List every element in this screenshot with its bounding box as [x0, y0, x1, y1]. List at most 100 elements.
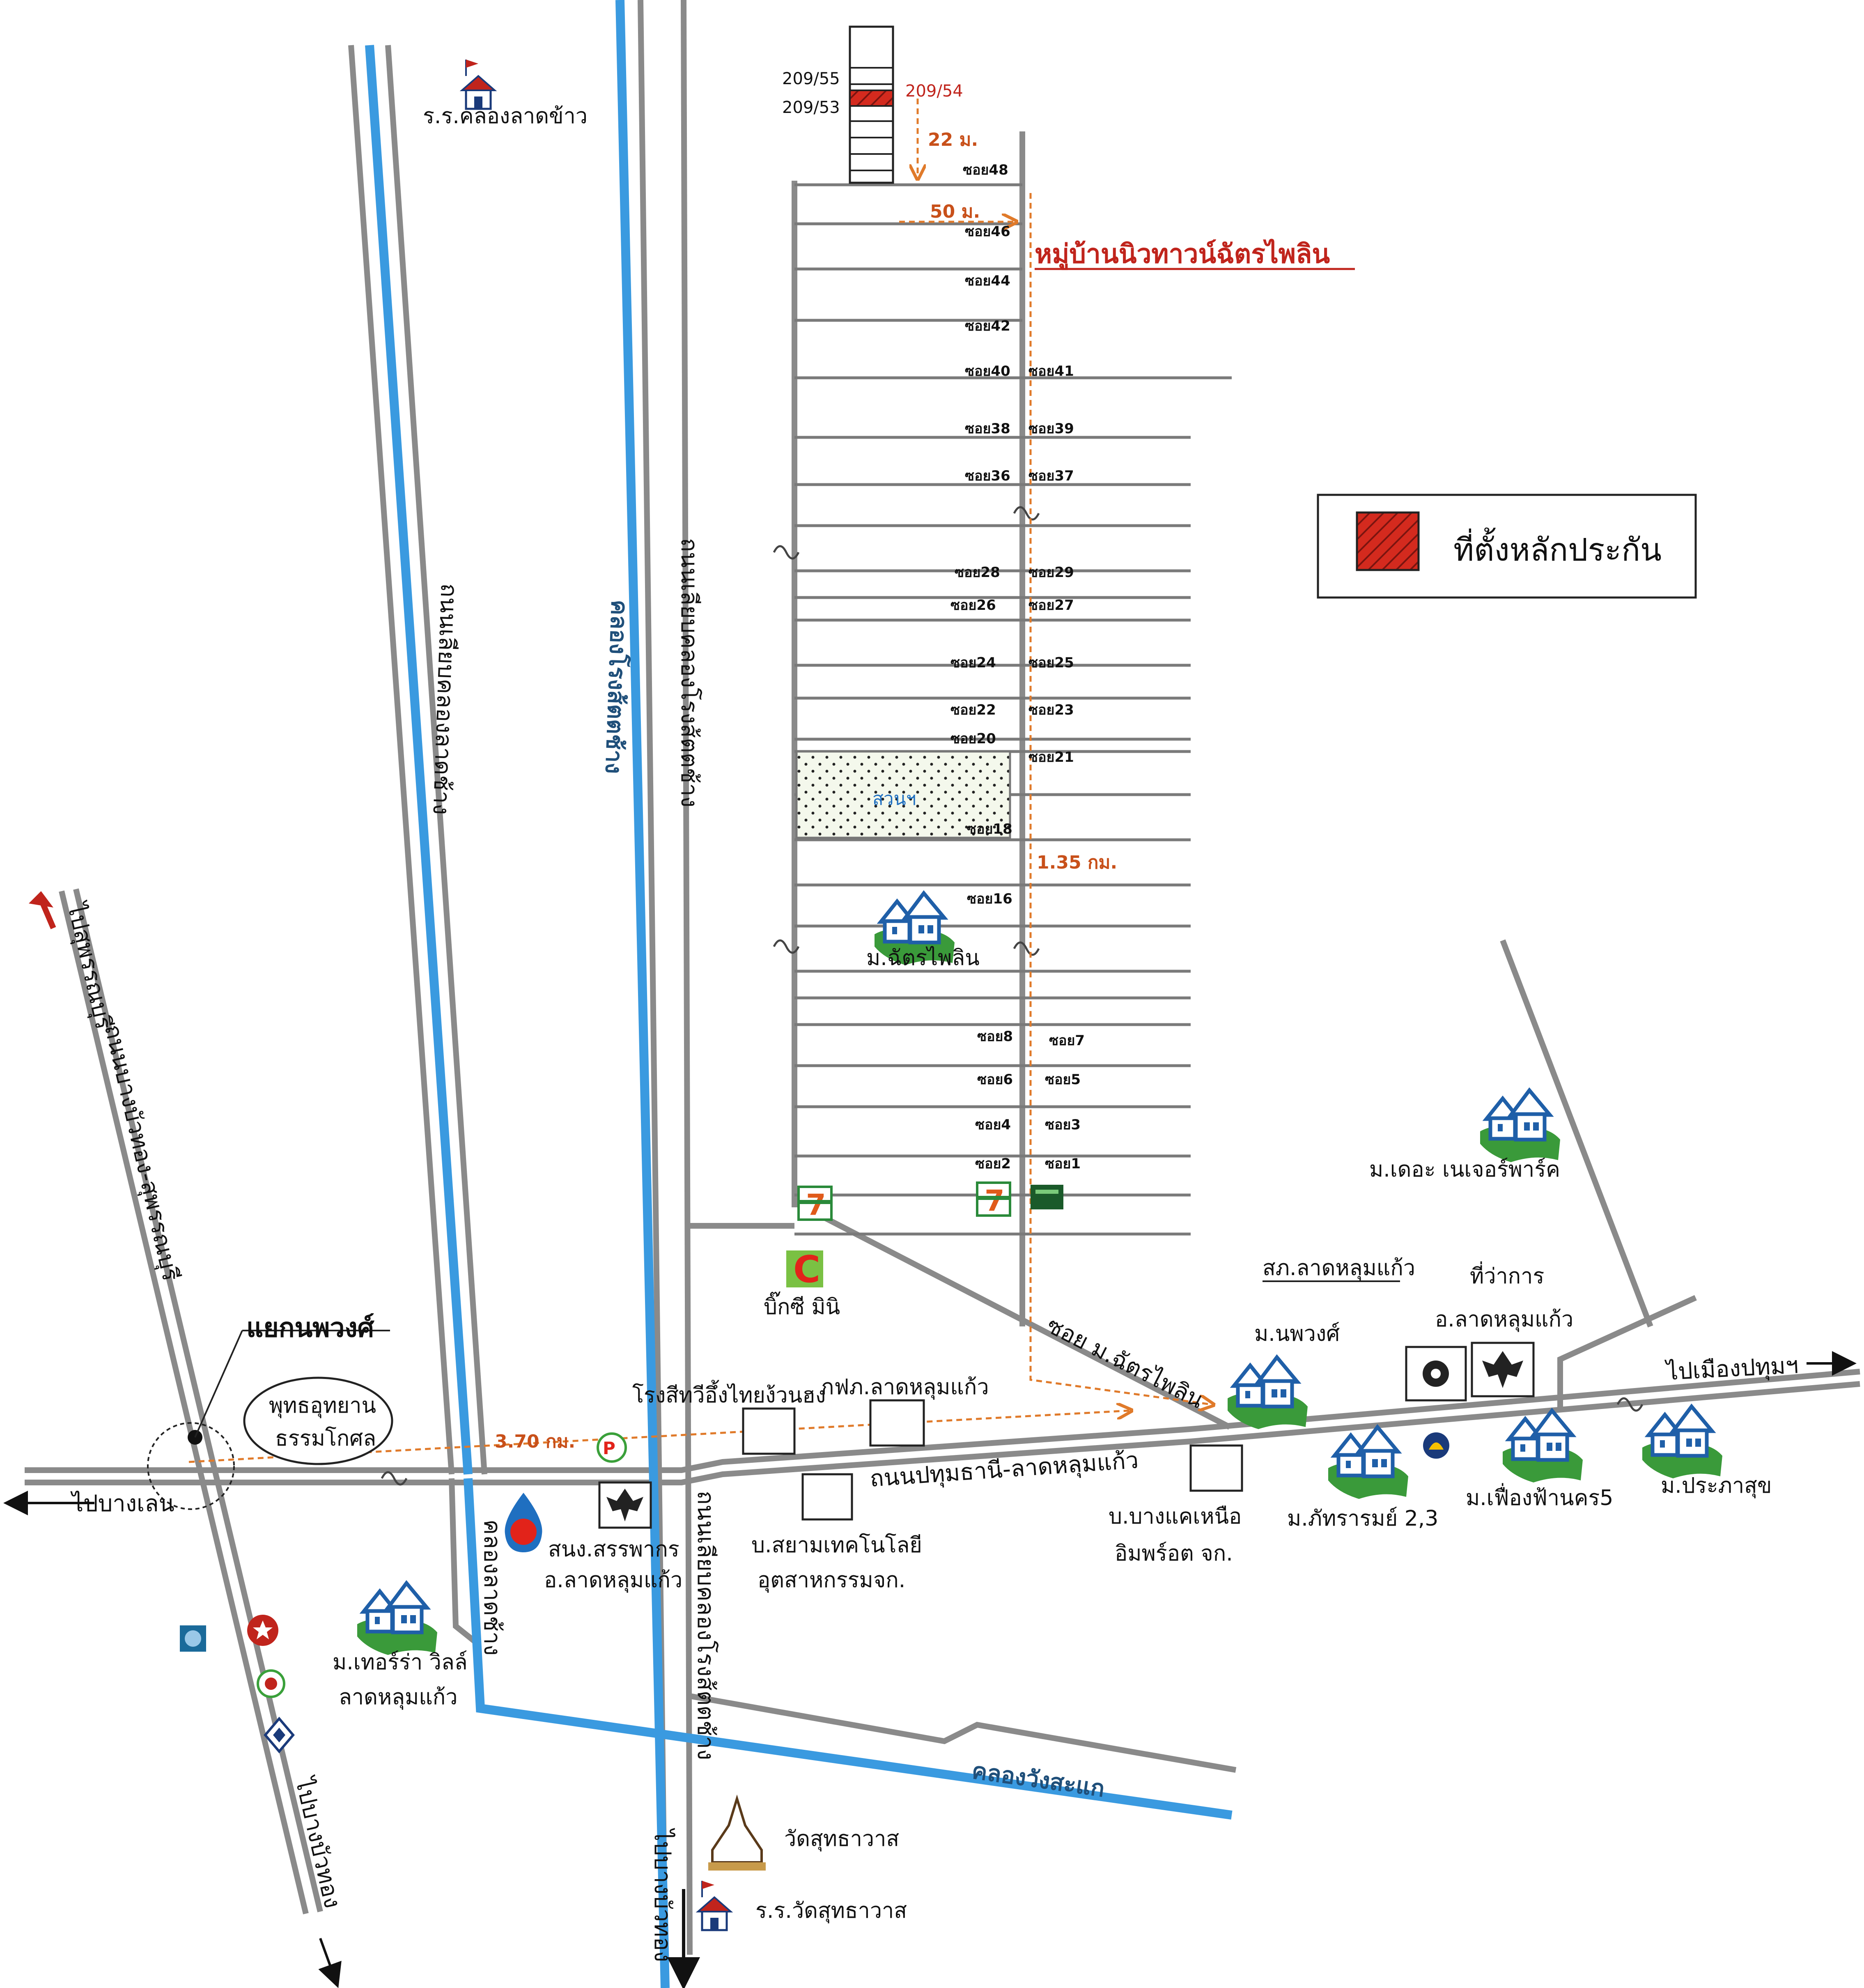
place-bangkae-2: อิมพร์อต จก. — [1115, 1541, 1233, 1566]
canal-rong-sat-label: คลองโรงส้ตตช้าง — [600, 600, 633, 775]
place-terra-1: ม.เทอร์ร่า วิลล์ — [333, 1650, 468, 1675]
place-rice-mill: โรงสีทวีอึ้งไทยง้วนฮง — [632, 1380, 826, 1408]
ptt-icon — [505, 1493, 542, 1552]
soi-chatpailin-road — [795, 1200, 1231, 1430]
soi-label-left: ซอย48 — [963, 162, 1008, 178]
soi-label-right: ซอย1 — [1045, 1156, 1081, 1172]
soi-label-left: ซอย2 — [975, 1156, 1011, 1172]
canal-road-left-label: ถนนเลียบคลองลาดช้าง — [427, 583, 462, 816]
place-noppawong: ม.นพวงศ์ — [1254, 1322, 1340, 1346]
village-title: หมู่บ้านนิวทาวน์ฉัตรไพลิน — [1035, 239, 1330, 270]
pt-station-icon: P — [597, 1432, 627, 1463]
soi-label-left: ซอย44 — [965, 273, 1010, 289]
place-siam-tech-1: บ.สยามเทคโนโลยี — [751, 1533, 922, 1558]
soi-chatpailin-label: ซอย ม.ฉัตรไพลิน — [1042, 1312, 1208, 1414]
soi-labels: ซอย48ซอย46ซอย44ซอย42ซอย40ซอย38ซอย36ซอย28… — [950, 162, 1085, 1172]
place-terra-2: ลาดหลุมแก้ว — [339, 1685, 457, 1710]
soi-label-left: ซอย46 — [965, 223, 1010, 240]
big-c-icon: C — [786, 1248, 823, 1291]
canals — [365, 0, 1233, 1988]
place-wat: วัดสุทธาวาส — [784, 1827, 899, 1852]
soi-label-right: ซอย7 — [1049, 1032, 1085, 1049]
plot-upper-label: 209/55 — [782, 69, 840, 88]
soi-label-left: ซอย26 — [950, 597, 996, 614]
school-icon — [698, 1881, 731, 1930]
bank-icon — [247, 1615, 278, 1646]
canal-wang-sakae-label: คลองวังสะแก — [970, 1757, 1106, 1802]
buddha-park-oval — [243, 1377, 393, 1465]
soi-lines — [794, 183, 1232, 1236]
place-bangkae-1: บ.บางแคเหนือ — [1109, 1504, 1242, 1529]
house-icon — [357, 1583, 437, 1655]
place-siam-tech-2: อุตสาหกรรมจก. — [758, 1568, 905, 1593]
soi-label-right: ซอย41 — [1028, 363, 1074, 379]
place-village-chatpailin: ม.ฉัตรไพลิน — [866, 946, 980, 970]
soi-label-left: ซอย8 — [977, 1028, 1013, 1045]
place-school-top: ร.ร.คลองลาดข้าว — [423, 104, 588, 129]
bank-icon — [1423, 1432, 1449, 1459]
soi-label-right: ซอย27 — [1028, 597, 1074, 614]
soi-label-right: ซอย23 — [1028, 702, 1074, 718]
bank-icon — [264, 1717, 295, 1754]
dir-bang-len: ไปบางเลน — [70, 1490, 174, 1517]
dir-bang-bua-thong-center: ไปบางบัวทอง — [649, 1828, 676, 1962]
house-icon — [1328, 1427, 1408, 1499]
soi-label-right: ซอย39 — [1028, 421, 1074, 437]
pathum-branch — [1557, 1295, 1697, 1409]
soi-label-right: ซอย25 — [1028, 655, 1074, 671]
soi-label-right: ซอย3 — [1045, 1117, 1081, 1133]
place-pathara: ม.ภัทรารมย์ 2,3 — [1287, 1506, 1438, 1531]
police-icon — [1423, 1361, 1449, 1387]
place-big-c: บิ๊กซี มินิ — [764, 1292, 840, 1319]
target-plot — [849, 90, 894, 107]
diagonal-road-a — [59, 890, 309, 1914]
svg-text:P: P — [603, 1438, 615, 1458]
wang-sakae-road — [689, 1693, 1237, 1773]
svg-text:C: C — [793, 1248, 820, 1291]
canal-lat-chang — [365, 45, 473, 1475]
soi-label-left: ซอย6 — [977, 1071, 1013, 1088]
main-road-edge — [25, 1381, 1860, 1485]
place-district-1: ที่ว่าการ — [1470, 1261, 1544, 1289]
garuda-icon — [1482, 1351, 1523, 1388]
place-pea: กฟภ.ลาดหลุมแก้ว — [821, 1375, 989, 1400]
school-icon — [462, 60, 495, 109]
place-fuengfah: ม.เฟื่องฟ้านคร5 — [1466, 1483, 1613, 1510]
canal-road-south-label: ถนนเลียบคลองโรงส้ตตช้าง — [692, 1491, 719, 1760]
roads — [25, 0, 1860, 1955]
canal-rong-sat — [615, 0, 670, 1988]
soi-label-right: ซอย21 — [1028, 749, 1074, 765]
distance-135km: 1.35 กม. — [1037, 852, 1117, 873]
left-canal-road-a — [348, 45, 455, 1475]
legend: ที่ตั้งหลักประกัน — [1317, 494, 1697, 599]
distance-50m: 50 ม. — [930, 201, 980, 222]
place-buddha-park-1: พุทธอุทยาน — [269, 1393, 376, 1418]
place-district-2: อ.ลาดหลุมแก้ว — [1435, 1307, 1573, 1332]
place-police: สภ.ลาดหลุมแก้ว — [1263, 1256, 1415, 1281]
dir-suphan: ไปสุพรรณบุรี — [61, 899, 117, 1032]
central-canal-road-b — [681, 0, 693, 1955]
place-revenue-1: สนง.สรรพากร — [548, 1537, 679, 1562]
left-canal-road-b — [385, 45, 487, 1475]
canal-lat-chang-south — [464, 1478, 1233, 1820]
soi-label-left: ซอย36 — [965, 468, 1010, 484]
plot-lower-label: 209/53 — [782, 98, 840, 117]
legend-label: ที่ตั้งหลักประกัน — [1453, 527, 1662, 568]
garuda-icon — [606, 1489, 643, 1521]
main-road — [25, 1369, 1860, 1473]
place-prapasuk: ม.ประภาสุข — [1661, 1473, 1772, 1498]
seven-eleven-icon — [977, 1183, 1010, 1218]
soi-label-left: ซอย22 — [950, 702, 996, 718]
soi-label-left: ซอย24 — [950, 655, 996, 671]
seven-eleven-icon — [1031, 1185, 1063, 1209]
soi-label-left: ซอย40 — [965, 363, 1010, 379]
house-icon — [1480, 1090, 1560, 1162]
field-label: สวนฯ — [872, 788, 916, 809]
plot-block — [849, 25, 894, 184]
junction-circle — [147, 1422, 235, 1510]
place-revenue-2: อ.ลาดหลุมแก้ว — [544, 1568, 682, 1593]
soi-label-left: ซอย28 — [955, 564, 1000, 581]
place-buddha-park-2: ธรรมโกศล — [275, 1426, 376, 1451]
field-area — [795, 750, 1011, 839]
